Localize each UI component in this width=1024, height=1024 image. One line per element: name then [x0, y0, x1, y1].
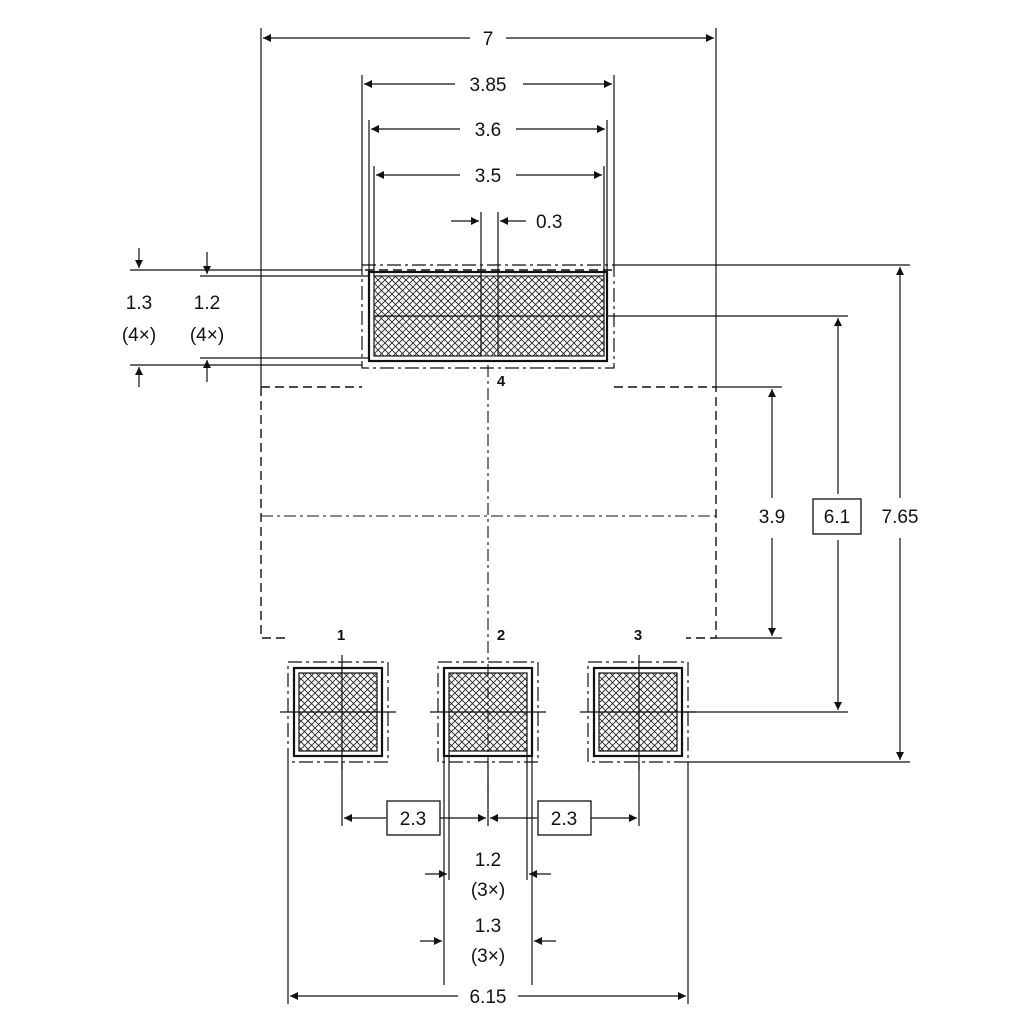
- dim-pad-size: 1.2 (3×) 1.3 (3×): [420, 751, 556, 985]
- label-1-3: 1.3: [126, 293, 152, 314]
- label-3-9: 3.9: [759, 507, 785, 528]
- tab-pad: [361, 264, 615, 369]
- label-0-3: 0.3: [536, 212, 562, 233]
- body-outline: [260, 269, 717, 639]
- dim-overall-width: 7: [260, 28, 717, 387]
- label-1-3-pad: 1.3: [475, 916, 501, 937]
- dim-35: 3.5: [373, 166, 605, 276]
- pin-label-1: 1: [337, 627, 345, 644]
- label-1-2: 1.2: [194, 293, 220, 314]
- dim-left-heights: 1.3 (4×) 1.2 (4×): [122, 248, 369, 387]
- pad-2: [430, 661, 546, 763]
- label-1-2-pad: 1.2: [475, 850, 501, 871]
- dim-385: 3.85: [361, 75, 615, 265]
- label-3-5: 3.5: [475, 166, 501, 187]
- label-1-2-pad-count: (3×): [471, 880, 505, 901]
- dim-pins-span: 6.15: [287, 762, 689, 1008]
- label-2-3-right: 2.3: [551, 809, 577, 830]
- dim-right-61: 6.1: [607, 315, 862, 713]
- dim-right-765: 7.65: [614, 264, 919, 763]
- label-3-6: 3.6: [475, 120, 501, 141]
- pin-label-3: 3: [634, 627, 642, 644]
- label-6-1: 6.1: [824, 507, 850, 528]
- pin-label-4: 4: [497, 373, 506, 390]
- label-2-3-left: 2.3: [400, 809, 426, 830]
- dim-right-39: 3.9: [716, 386, 785, 639]
- label-7: 7: [483, 29, 494, 50]
- dim-slot: 0.3: [451, 212, 562, 276]
- label-6-15: 6.15: [470, 987, 507, 1008]
- pad-3: [580, 655, 696, 770]
- dim-pitch: 2.3 2.3: [341, 762, 640, 836]
- dim-36: 3.6: [368, 120, 608, 272]
- label-7-65: 7.65: [882, 507, 919, 528]
- label-1-3-count: (4×): [122, 325, 156, 346]
- pad-1: [280, 655, 396, 770]
- pin-label-2: 2: [497, 627, 505, 644]
- label-1-3-pad-count: (3×): [471, 946, 505, 967]
- label-3-85: 3.85: [470, 75, 507, 96]
- label-1-2-count: (4×): [190, 325, 224, 346]
